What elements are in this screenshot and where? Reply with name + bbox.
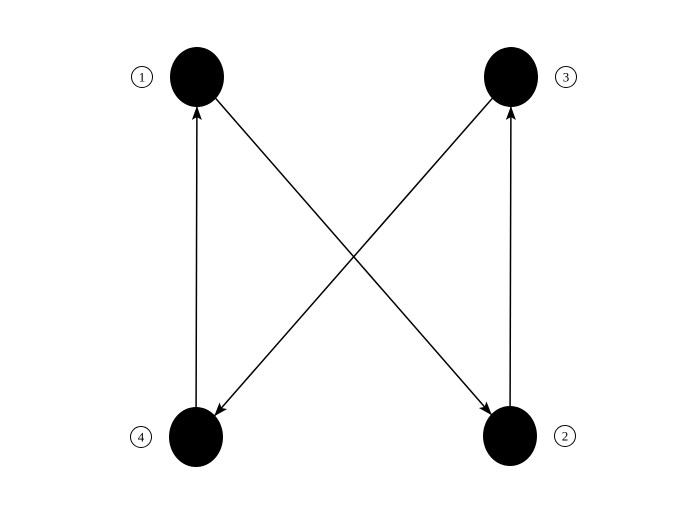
- graph-edge-3-to-4: [214, 98, 493, 417]
- graph-node-2: [483, 406, 537, 466]
- node-label-3: 3: [555, 66, 577, 88]
- node-label-circle-4: [130, 426, 152, 448]
- node-label-4: 4: [130, 426, 152, 448]
- node-label-text-4: 4: [138, 430, 145, 445]
- graph-node-3: [484, 47, 538, 107]
- node-label-1: 1: [131, 66, 153, 88]
- node-label-circle-3: [555, 66, 577, 88]
- node-label-text-2: 2: [562, 429, 569, 444]
- graph-node-1: [170, 47, 224, 107]
- node-label-text-3: 3: [563, 70, 570, 85]
- graph-edge-4-to-1: [191, 105, 202, 408]
- graph-edge-2-to-3: [505, 105, 516, 407]
- node-label-circle-2: [554, 425, 576, 447]
- node-label-circle-1: [131, 66, 153, 88]
- node-label-text-1: 1: [139, 70, 146, 85]
- graph-node-4: [169, 407, 223, 467]
- node-label-2: 2: [554, 425, 576, 447]
